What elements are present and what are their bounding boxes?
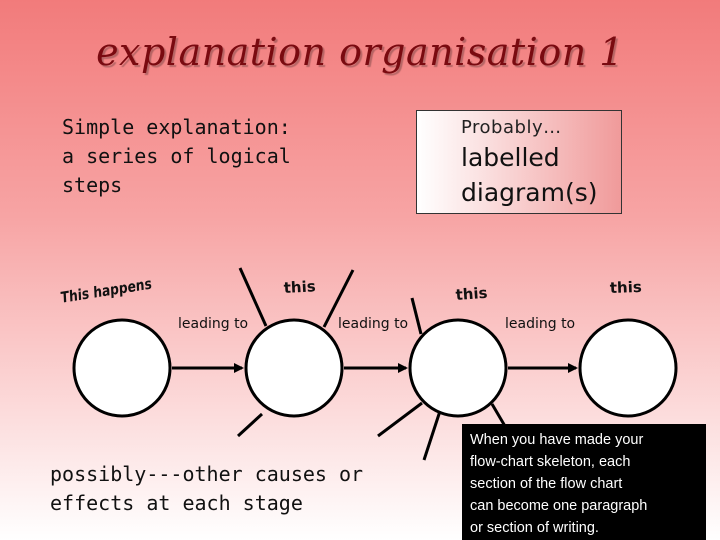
box-line: labelled [461, 143, 560, 172]
flow-step-circle [578, 318, 678, 418]
step-label: this [610, 278, 643, 297]
note-line: section of the flow chart [470, 476, 623, 492]
note-line: or section of writing. [470, 520, 599, 536]
intro-text: Simple explanation: a series of logical … [62, 113, 332, 200]
flow-step-circle [72, 318, 172, 418]
cause-spoke [377, 401, 423, 438]
intro-line: a series of logical [62, 144, 291, 168]
cause-spoke [410, 297, 423, 335]
box-caption: Probably… [461, 117, 562, 138]
flow-step-circle [408, 318, 508, 418]
start-label: This happens [60, 274, 152, 306]
tip-note: When you have made your flow-chart skele… [462, 424, 706, 540]
cause-spoke [322, 269, 355, 328]
possibly-line: effects at each stage [50, 491, 303, 515]
flow-step-circle [244, 318, 344, 418]
box-line: diagram(s) [461, 178, 598, 207]
cause-spoke [236, 412, 264, 438]
intro-line: Simple explanation: [62, 115, 291, 139]
connector-label: leading to [178, 316, 248, 332]
possibly-text: possibly---other causes or effects at ea… [50, 460, 370, 518]
possibly-line: possibly---other causes or [50, 462, 364, 486]
note-line: When you have made your [470, 432, 644, 448]
diagram-suggestion-box: Probably… labelled diagram(s) [416, 110, 622, 214]
note-line: flow-chart skeleton, each [470, 454, 631, 470]
step-label: this [455, 284, 488, 304]
cause-spoke [238, 267, 268, 327]
intro-line: steps [62, 173, 123, 197]
connector-label: leading to [505, 316, 575, 332]
step-label: this [283, 277, 316, 297]
page-title: explanation organisation 1 [96, 30, 624, 74]
connector-label: leading to [338, 316, 408, 332]
note-line: can become one paragraph [470, 498, 648, 514]
cause-spoke [422, 410, 442, 461]
